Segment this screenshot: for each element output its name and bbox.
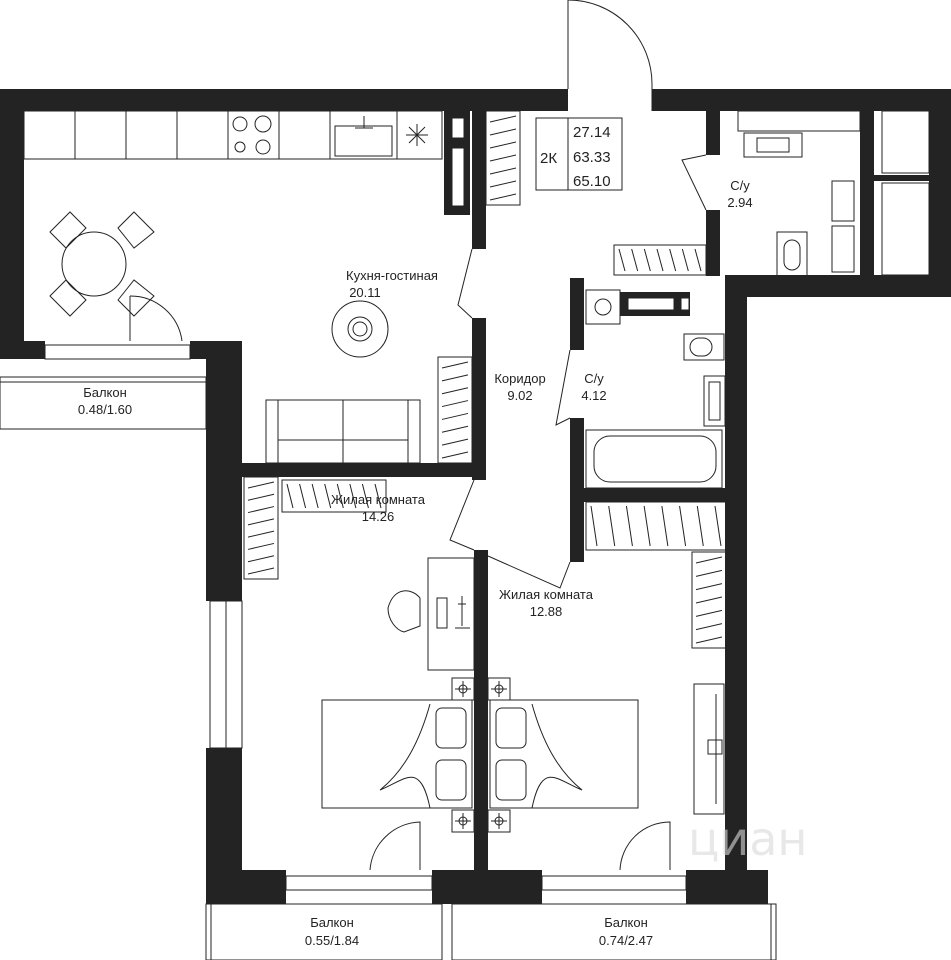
room-name-balcony-3: Балкон	[604, 915, 648, 930]
hanger-mark	[247, 493, 275, 501]
hanger-mark	[695, 636, 723, 644]
apartment-area-total: 63.33	[573, 149, 611, 166]
kitchen-furniture	[23, 110, 473, 464]
corridor-furniture	[449, 110, 707, 589]
hanger-mark	[441, 438, 469, 446]
hanger-mark	[695, 556, 723, 564]
hanger-mark	[247, 518, 275, 526]
hanger-mark	[247, 506, 275, 514]
apartment-info: 2К 27.14 63.33 65.10	[540, 124, 611, 190]
room-area-bedroom-1: 14.26	[362, 509, 395, 524]
hanger-mark	[695, 596, 723, 604]
apartment-area-with-balcony: 65.10	[573, 173, 611, 190]
hanger-mark	[441, 361, 469, 369]
room-name-corridor: Коридор	[494, 371, 545, 386]
hanger-mark	[695, 583, 723, 591]
walls	[0, 89, 951, 904]
hanger-mark	[311, 483, 319, 509]
apartment-area-living: 27.14	[573, 124, 611, 141]
room-area-bathroom-2: 4.12	[581, 388, 606, 403]
hanger-mark	[695, 623, 723, 631]
balconies	[0, 344, 777, 960]
hanger-mark	[247, 542, 275, 550]
watermark-logo: циан	[688, 812, 807, 866]
room-name-bathroom-1: С/у	[730, 178, 750, 193]
nightstand	[487, 677, 511, 701]
hanger-mark	[618, 248, 626, 272]
hanger-mark	[336, 483, 344, 509]
hanger-mark	[374, 483, 382, 509]
hanger-mark	[643, 505, 651, 547]
hanger-mark	[349, 483, 357, 509]
hanger-mark	[441, 374, 469, 382]
hanger-mark	[247, 567, 275, 575]
hanger-mark	[714, 505, 722, 547]
hanger-mark	[299, 483, 307, 509]
hanger-mark	[696, 505, 704, 547]
bedroom-1-furniture	[243, 476, 475, 871]
hanger-mark	[489, 128, 517, 136]
room-name-balcony-1: Балкон	[83, 385, 127, 400]
room-area-corridor: 9.02	[507, 388, 532, 403]
room-area-balcony-1: 0.48/1.60	[78, 402, 132, 417]
nightstand	[487, 809, 511, 833]
hanger-mark	[489, 154, 517, 162]
hanger-mark	[695, 569, 723, 577]
room-area-bedroom-2: 12.88	[530, 604, 563, 619]
hanger-mark	[324, 483, 332, 509]
hanger-mark	[247, 530, 275, 538]
room-area-balcony-2: 0.55/1.84	[305, 933, 359, 948]
hanger-mark	[656, 248, 664, 272]
hanger-mark	[489, 180, 517, 188]
room-area-kitchen-living: 20.11	[349, 285, 381, 300]
room-labels: Кухня-гостиная 20.11 С/у 2.94 Коридор 9.…	[78, 178, 753, 948]
bathroom-2-fixtures	[585, 289, 726, 489]
hanger-mark	[489, 167, 517, 175]
hanger-mark	[441, 400, 469, 408]
room-name-balcony-2: Балкон	[310, 915, 354, 930]
hanger-mark	[681, 248, 689, 272]
hanger-mark	[361, 483, 369, 509]
hanger-mark	[643, 248, 651, 272]
nightstand	[451, 677, 475, 701]
entrance-door	[567, 0, 653, 111]
hanger-mark	[625, 505, 633, 547]
hanger-mark	[489, 193, 517, 201]
room-name-bathroom-2: С/у	[584, 371, 604, 386]
hanger-mark	[441, 387, 469, 395]
hanger-mark	[590, 505, 598, 547]
nightstand	[451, 809, 475, 833]
hanger-mark	[695, 609, 723, 617]
hanger-mark	[441, 412, 469, 420]
room-area-balcony-3: 0.74/2.47	[599, 933, 653, 948]
bedroom-2-furniture	[489, 501, 727, 871]
hanger-mark	[441, 425, 469, 433]
hanger-mark	[679, 505, 687, 547]
hanger-mark	[489, 115, 517, 123]
hanger-mark	[669, 248, 677, 272]
hanger-mark	[694, 248, 702, 272]
hanger-mark	[608, 505, 616, 547]
room-name-kitchen-living: Кухня-гостиная	[346, 268, 438, 283]
hanger-mark	[247, 481, 275, 489]
hanger-mark	[286, 483, 294, 509]
hanger-mark	[661, 505, 669, 547]
hanger-mark	[489, 141, 517, 149]
room-area-bathroom-1: 2.94	[727, 195, 752, 210]
hanger-mark	[247, 555, 275, 563]
hanger-mark	[631, 248, 639, 272]
bathroom-1-fixtures	[743, 132, 808, 277]
hanger-mark	[441, 451, 469, 459]
room-name-bedroom-2: Жилая комната	[499, 587, 594, 602]
apartment-type: 2К	[540, 150, 557, 167]
